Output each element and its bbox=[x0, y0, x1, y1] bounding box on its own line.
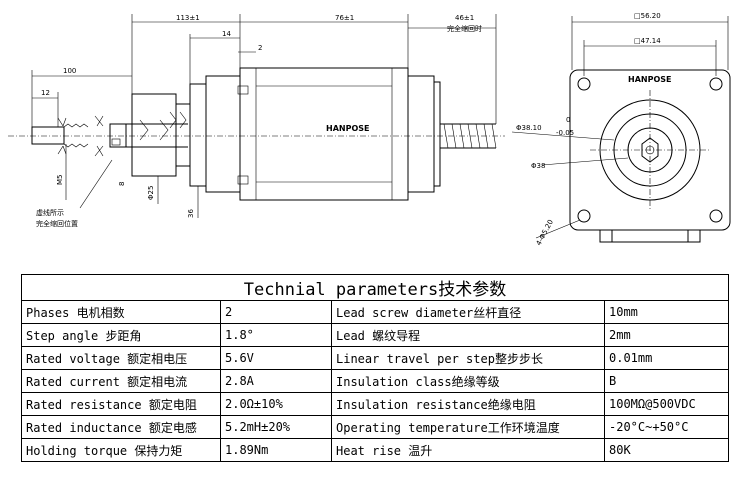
param-label: Rated voltage 额定相电压 bbox=[21, 346, 221, 370]
table-row: Rated inductance 额定电感 5.2mH±20% Operatin… bbox=[21, 415, 730, 439]
param-label: Step angle 步距角 bbox=[21, 323, 221, 347]
dim-phi38: Φ38 bbox=[531, 162, 545, 170]
dim-phi3810: Φ38.10 bbox=[516, 124, 542, 132]
dim-100: 100 bbox=[63, 67, 76, 75]
dim-14: 14 bbox=[222, 30, 231, 38]
table-row: Holding torque 保持力矩 1.89Nm Heat rise 温升 … bbox=[21, 438, 730, 462]
param-label: Lead screw diameter丝杆直径 bbox=[331, 300, 605, 324]
param-label: Rated resistance 额定电阻 bbox=[21, 392, 221, 416]
dim-sq4714: □47.14 bbox=[634, 37, 661, 45]
param-value: 5.2mH±20% bbox=[220, 415, 332, 439]
param-label: Phases 电机相数 bbox=[21, 300, 221, 324]
param-label: Operating temperature工作环境温度 bbox=[331, 415, 605, 439]
param-label: Heat rise 温升 bbox=[331, 438, 605, 462]
table-row: Rated current 额定相电流 2.8A Insulation clas… bbox=[21, 369, 730, 393]
dim-12: 12 bbox=[41, 89, 50, 97]
table-row: Rated resistance 额定电阻 2.0Ω±10% Insulatio… bbox=[21, 392, 730, 416]
side-view: HANPOSE 113±1 76±1 46±1 完全缩回时 14 2 100 1… bbox=[8, 14, 505, 228]
param-value: 2 bbox=[220, 300, 332, 324]
table-row: Step angle 步距角 1.8° Lead 螺纹导程 2mm bbox=[21, 323, 730, 347]
dim-2: 2 bbox=[258, 44, 262, 52]
front-view: □56.20 □47.14 HANPOSE Φ38.10 0 -0.05 Φ38… bbox=[511, 12, 731, 247]
motor-drawing: HANPOSE 113±1 76±1 46±1 完全缩回时 14 2 100 1… bbox=[8, 12, 731, 247]
param-label: Insulation class绝缘等级 bbox=[331, 369, 605, 393]
param-value: 1.8° bbox=[220, 323, 332, 347]
dim-8: 8 bbox=[118, 182, 126, 186]
param-label: Holding torque 保持力矩 bbox=[21, 438, 221, 462]
param-value: 100MΩ@500VDC bbox=[603, 392, 730, 416]
dim-113: 113±1 bbox=[176, 14, 200, 22]
dim-phi25: Φ25 bbox=[147, 186, 155, 200]
dim-sq5620: □56.20 bbox=[634, 12, 661, 20]
note-dashed-line: 虚线所示 bbox=[36, 208, 64, 217]
table-row: Rated voltage 额定相电压 5.6V Linear travel p… bbox=[21, 346, 730, 370]
param-value: 2mm bbox=[603, 323, 730, 347]
table-title-row: Technial parameters技术参数 bbox=[20, 274, 730, 301]
dim-46: 46±1 bbox=[455, 14, 474, 22]
dim-76: 76±1 bbox=[335, 14, 354, 22]
param-value: 10mm bbox=[603, 300, 730, 324]
front-view-brand: HANPOSE bbox=[628, 75, 671, 84]
param-value: 0.01mm bbox=[603, 346, 730, 370]
param-value: 2.8A bbox=[220, 369, 332, 393]
param-value: 1.89Nm bbox=[220, 438, 332, 462]
table-title: Technial parameters技术参数 bbox=[20, 274, 730, 301]
dim-36: 36 bbox=[187, 209, 195, 218]
param-label: Rated inductance 额定电感 bbox=[21, 415, 221, 439]
param-value: B bbox=[603, 369, 730, 393]
param-value: 80K bbox=[603, 438, 730, 462]
param-label: Rated current 额定相电流 bbox=[21, 369, 221, 393]
dim-m5: M5 bbox=[56, 175, 64, 186]
spec-table: Technial parameters技术参数 Phases 电机相数 2 Le… bbox=[20, 274, 730, 462]
dim-tol-0: 0 bbox=[566, 116, 570, 124]
param-label: Lead 螺纹导程 bbox=[331, 323, 605, 347]
param-value: 5.6V bbox=[220, 346, 332, 370]
dim-tol-005: -0.05 bbox=[556, 129, 574, 137]
side-view-brand: HANPOSE bbox=[326, 124, 369, 133]
note-retract-position: 完全缩回位置 bbox=[36, 219, 78, 228]
param-value: -20°C~+50°C bbox=[603, 415, 730, 439]
param-label: Linear travel per step整步步长 bbox=[331, 346, 605, 370]
param-label: Insulation resistance绝缘电阻 bbox=[331, 392, 605, 416]
param-value: 2.0Ω±10% bbox=[220, 392, 332, 416]
dim-holes: 4-Φ5.20 bbox=[535, 218, 555, 247]
table-row: Phases 电机相数 2 Lead screw diameter丝杆直径 10… bbox=[21, 300, 730, 324]
note-full-retract: 完全缩回时 bbox=[447, 24, 482, 33]
